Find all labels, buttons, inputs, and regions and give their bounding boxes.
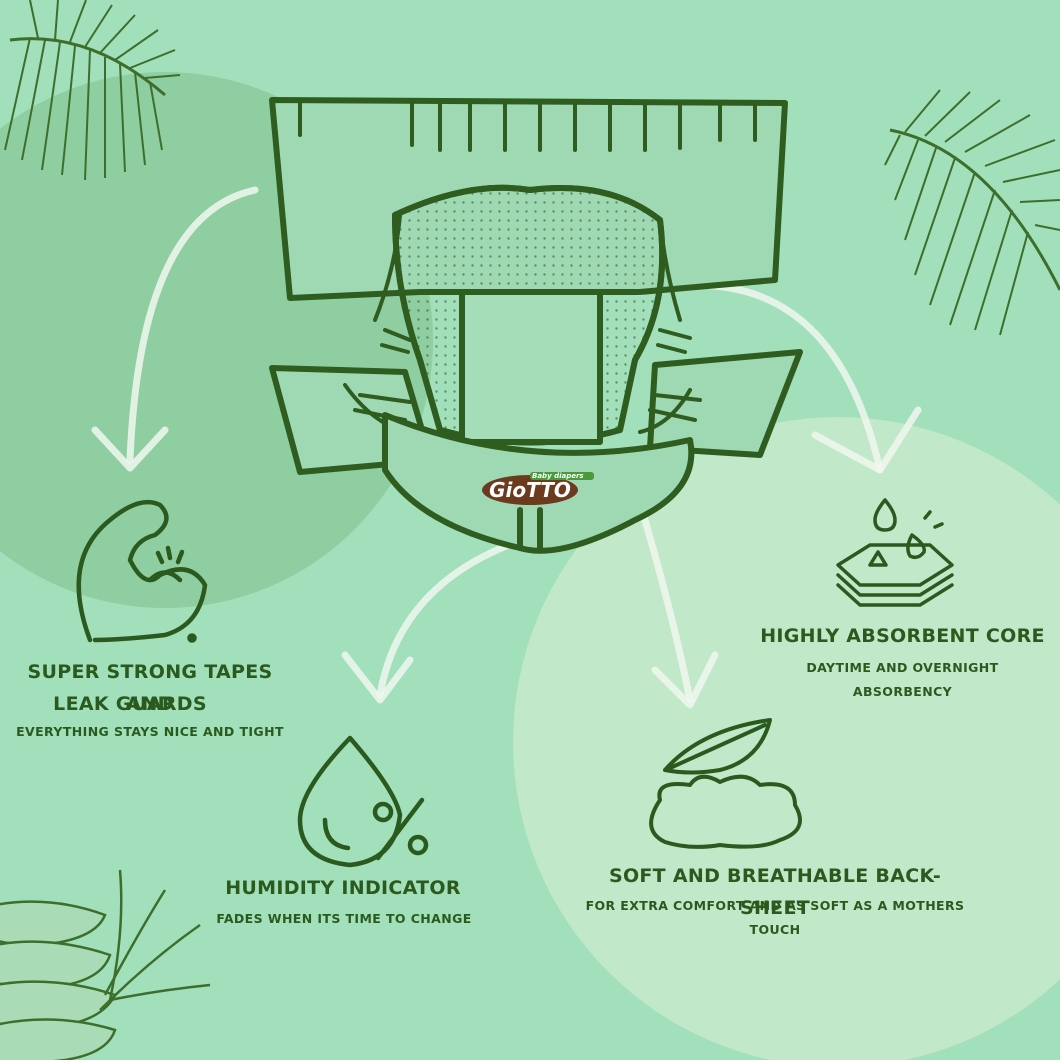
arrow-to-humidity-head	[341, 651, 414, 704]
feature-backsheet-subtitle-line2: TOUCH	[749, 922, 801, 937]
absorbent-layers-drops-icon	[836, 498, 954, 607]
brand-logo-tag: Baby diapers	[530, 472, 594, 480]
brand-logo-text: GioTTO	[489, 478, 571, 502]
bg-circle-light	[513, 417, 1060, 1060]
feature-tapes-subtitle: EVERYTHING STAYS NICE AND TIGHT	[16, 724, 284, 739]
palm-leaf-right-icon	[884, 89, 1060, 336]
feature-backsheet-subtitle-line1: FOR EXTRA COMFORT AND AS SOFT AS A MOTHE…	[585, 898, 965, 913]
feature-core-subtitle-line2: ABSORBENCY	[852, 684, 953, 699]
aloe-plant-icon	[0, 869, 211, 1060]
feature-backsheet-title: SOFT AND BREATHABLE BACK-SHEET	[608, 865, 942, 919]
flexed-arm-icon	[76, 499, 208, 643]
feature-humidity-title: HUMIDITY INDICATOR	[225, 877, 461, 899]
feature-humidity-subtitle: FADES WHEN ITS TIME TO CHANGE	[216, 911, 472, 926]
arrow-to-tapes	[126, 186, 259, 464]
palm-leaf-top-left-icon	[4, 0, 181, 181]
feature-core-subtitle-line1: DAYTIME AND OVERNIGHT	[806, 660, 999, 675]
feature-tapes-title-line1: SUPER STRONG TAPES AND	[27, 661, 273, 715]
brand-logo	[482, 475, 578, 505]
arrow-to-backsheet-head	[651, 651, 719, 709]
arrows	[91, 186, 922, 709]
arrow-to-core-head	[811, 406, 922, 474]
feature-tapes-title-line2: LEAK GUARDS	[53, 693, 207, 715]
feather-cloud-icon	[649, 718, 802, 849]
arrow-to-tapes-head	[91, 426, 169, 472]
water-drop-percent-icon	[297, 735, 429, 868]
arrow-to-humidity	[376, 534, 532, 699]
diaper-illustration	[269, 97, 803, 554]
feature-core-title: HIGHLY ABSORBENT CORE	[760, 625, 1045, 647]
